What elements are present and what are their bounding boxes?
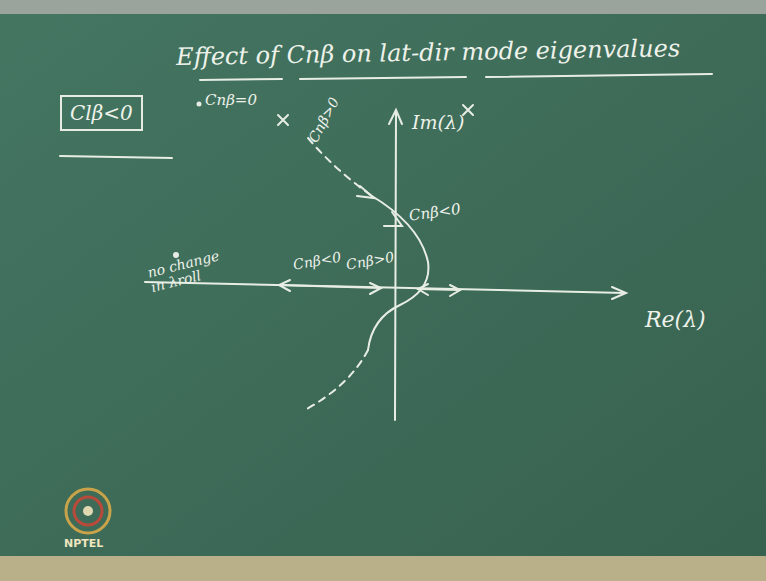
condition-text: Clβ<0 (70, 102, 133, 124)
axis-label: Re(λ) (645, 308, 706, 332)
parameter-label: Cnβ=0 (205, 92, 257, 109)
axis-label: Im(λ) (412, 112, 464, 133)
condition-box: Clβ<0 (60, 95, 143, 131)
logo-text: NPTEL (64, 538, 103, 550)
